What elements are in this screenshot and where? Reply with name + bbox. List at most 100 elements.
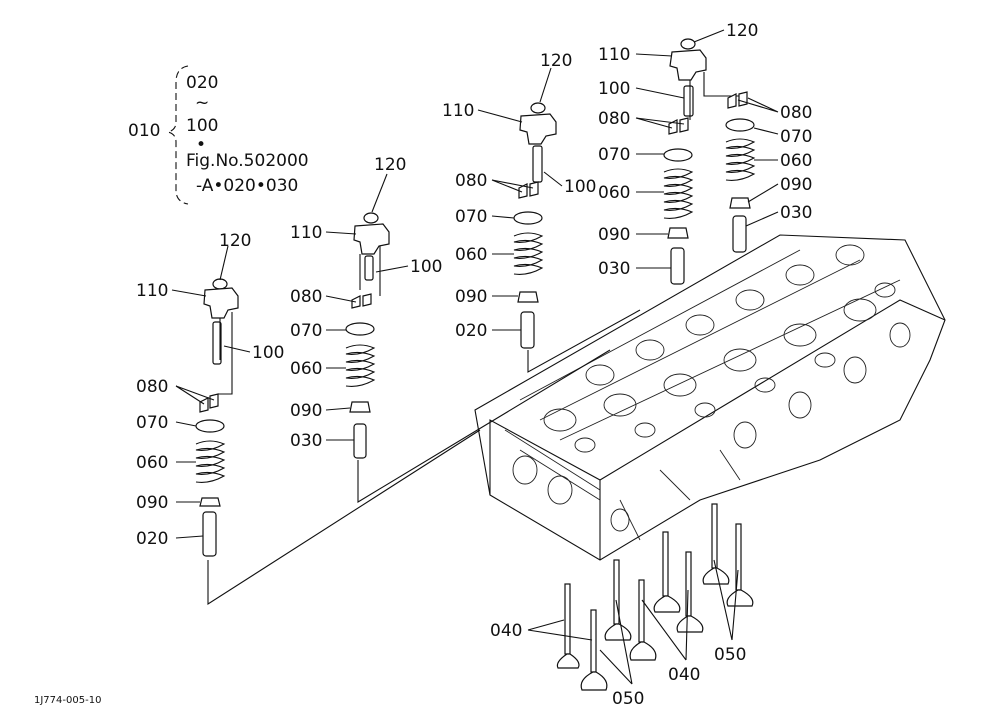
label-060-b: 060 xyxy=(290,359,322,379)
valve-040-b xyxy=(629,579,657,661)
leader-lines xyxy=(171,29,779,685)
valve-assembly-4 xyxy=(663,38,740,285)
rod-100-a xyxy=(212,321,222,365)
collet-080-a xyxy=(199,393,219,413)
valve-assembly-1 xyxy=(195,278,481,606)
label-080-a: 080 xyxy=(136,377,168,397)
label-070-c: 070 xyxy=(455,207,487,227)
note-prefix: 010 xyxy=(128,121,160,141)
label-110-a: 110 xyxy=(136,281,168,301)
label-110-b: 110 xyxy=(290,223,322,243)
label-030-b: 030 xyxy=(290,431,322,451)
label-070-e: 070 xyxy=(780,127,812,147)
label-060-a: 060 xyxy=(136,453,168,473)
footer-code: 1J774-005-10 xyxy=(34,695,101,706)
label-100-c: 100 xyxy=(564,177,596,197)
valve-assembly-5 xyxy=(725,91,756,253)
rod-100-d xyxy=(683,85,694,117)
label-060-e: 060 xyxy=(780,151,812,171)
label-120-a: 120 xyxy=(219,231,251,251)
retainer-070-a xyxy=(195,419,225,433)
label-100-b: 100 xyxy=(410,257,442,277)
collet-080-c xyxy=(518,181,539,199)
cap-120-a xyxy=(212,278,228,290)
label-060-c: 060 xyxy=(455,245,487,265)
retainer-070-c xyxy=(513,211,543,225)
label-050-a: 050 xyxy=(612,689,644,709)
guide-030-d xyxy=(670,247,685,285)
rocker-110-a xyxy=(203,287,239,319)
seal-090-a xyxy=(199,497,221,507)
label-050-b: 050 xyxy=(714,645,746,665)
note-block: 010 020 ~ 100 • Fig.No.502000 -A•020•030 xyxy=(128,65,309,205)
label-110-c: 110 xyxy=(442,101,474,121)
valve-050-d xyxy=(702,503,730,585)
label-090-a: 090 xyxy=(136,493,168,513)
label-070-a: 070 xyxy=(136,413,168,433)
spring-060-d xyxy=(663,168,694,219)
rocker-110-c xyxy=(519,113,557,145)
valve-assembly-3 xyxy=(513,102,641,373)
label-080-b: 080 xyxy=(290,287,322,307)
guide-030-e xyxy=(732,215,747,253)
note-line-4: • xyxy=(196,135,206,155)
rocker-110-b xyxy=(353,223,390,255)
label-080-d: 080 xyxy=(598,109,630,129)
label-090-c: 090 xyxy=(455,287,487,307)
rocker-110-d xyxy=(669,49,707,81)
guide-020-a xyxy=(202,511,217,557)
label-020-c: 020 xyxy=(455,321,487,341)
collet-080-d xyxy=(668,117,689,135)
cap-120-b xyxy=(363,212,379,224)
label-040-b: 040 xyxy=(668,665,700,685)
spring-060-e xyxy=(725,138,756,181)
cylinder-head xyxy=(474,234,946,561)
collet-080-e xyxy=(727,91,748,109)
spring-060-c xyxy=(513,232,544,275)
valve-assembly-2 xyxy=(345,212,611,503)
cap-120-d xyxy=(680,38,696,50)
label-070-d: 070 xyxy=(598,145,630,165)
cap-120-c xyxy=(530,102,546,114)
retainer-070-e xyxy=(725,118,755,132)
label-090-e: 090 xyxy=(780,175,812,195)
valves xyxy=(556,503,754,691)
valve-050-b xyxy=(604,559,632,641)
label-040-a: 040 xyxy=(490,621,522,641)
rod-100-b xyxy=(364,255,374,281)
spring-060-b xyxy=(345,344,376,387)
note-line-5: Fig.No.502000 xyxy=(186,151,309,171)
label-110-d: 110 xyxy=(598,45,630,65)
note-line-2: ~ xyxy=(195,93,209,113)
label-070-b: 070 xyxy=(290,321,322,341)
callout-labels: 120 110 100 080 070 060 090 020 120 110 … xyxy=(136,21,812,709)
rod-100-c xyxy=(532,145,543,183)
label-120-c: 120 xyxy=(540,51,572,71)
label-080-c: 080 xyxy=(455,171,487,191)
valve-040-a xyxy=(556,583,580,669)
label-030-d: 030 xyxy=(598,259,630,279)
note-bracket xyxy=(167,65,189,205)
note-line-3: 100 xyxy=(186,116,218,136)
retainer-070-d xyxy=(663,148,693,162)
label-120-d: 120 xyxy=(726,21,758,41)
valve-040-d xyxy=(726,523,754,607)
label-090-d: 090 xyxy=(598,225,630,245)
label-120-b: 120 xyxy=(374,155,406,175)
note-line-6: -A•020•030 xyxy=(196,176,298,196)
label-030-e: 030 xyxy=(780,203,812,223)
retainer-070-b xyxy=(345,322,375,336)
valve-050-c xyxy=(653,531,681,613)
seal-090-e xyxy=(729,197,751,209)
valve-050-a xyxy=(580,609,608,691)
seal-090-d xyxy=(667,227,689,239)
label-090-b: 090 xyxy=(290,401,322,421)
label-060-d: 060 xyxy=(598,183,630,203)
note-line-1: 020 xyxy=(186,73,218,93)
guide-030-b xyxy=(353,423,367,459)
label-100-d: 100 xyxy=(598,79,630,99)
seal-090-b xyxy=(349,401,371,413)
collet-080-b xyxy=(351,293,372,309)
label-020-a: 020 xyxy=(136,529,168,549)
